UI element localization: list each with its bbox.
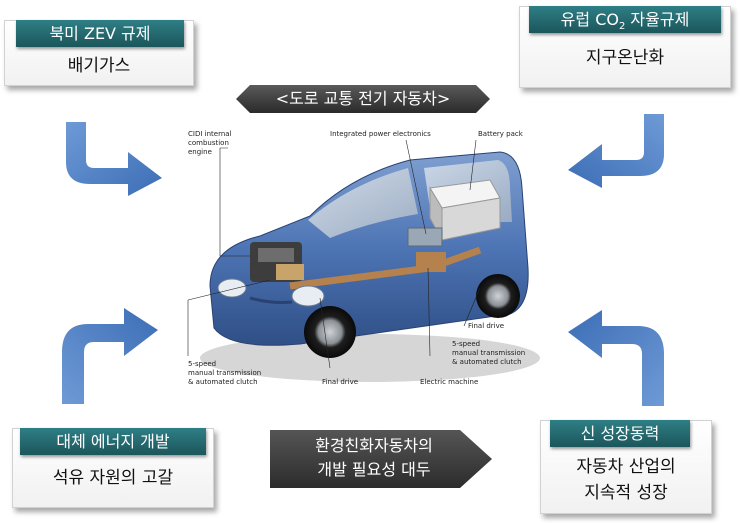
title-banner: <도로 교통 전기 자동차> [236, 85, 490, 113]
headlight-left [217, 278, 247, 298]
battery-pack [429, 179, 501, 241]
caption-trans-right-2: manual transmission [452, 349, 525, 357]
eu-co2-tab-sub: 2 [618, 21, 626, 33]
caption-power-electronics: Integrated power electronics [330, 130, 431, 138]
front-wheel [304, 306, 356, 358]
leader-lines [187, 139, 481, 369]
banner-shape [236, 85, 490, 113]
caption-trans-left-3: & automated clutch [188, 378, 258, 386]
growth-engine-box: 신 성장동력 자동차 산업의 지속적 성장 [540, 420, 712, 514]
grille [249, 296, 293, 304]
zev-regulation-box: 북미 ZEV 규제 배기가스 [4, 20, 194, 86]
engine-block [250, 242, 304, 282]
caption-engine-3: engine [188, 148, 212, 156]
eu-co2-box: 유럽 CO2 자율규제 지구온난화 [519, 6, 731, 88]
title-label: <도로 교통 전기 자동차> [275, 89, 451, 108]
eu-co2-tab: 유럽 CO2 자율규제 [529, 6, 721, 33]
center-arrow-shape [270, 430, 492, 488]
rear-wheel [476, 274, 520, 318]
caption-final-drive-right: Final drive [468, 322, 504, 330]
global-warming-text: 지구온난화 [585, 48, 665, 68]
windshield [308, 168, 418, 238]
caption-electric-machine: Electric machine [420, 378, 478, 386]
caption-engine-1: CIDI internal [188, 130, 232, 138]
eu-co2-tab-prefix: 유럽 CO [560, 10, 619, 29]
auto-industry-line1: 자동차 산업의 [576, 457, 676, 477]
headlight-right [291, 285, 325, 307]
arrow-top-left-icon [66, 122, 162, 196]
caption-trans-left-2: manual transmission [188, 369, 261, 377]
caption-trans-right-1: 5-speed [452, 340, 480, 348]
caption-final-drive-left: Final drive [322, 378, 358, 386]
electric-machine [416, 252, 446, 272]
arrow-bottom-right-icon [568, 310, 664, 406]
caption-battery: Battery pack [478, 130, 524, 138]
alt-energy-tab: 대체 에너지 개발 [20, 428, 206, 455]
car-shadow [200, 334, 540, 382]
caption-trans-right-3: & automated clutch [452, 358, 522, 366]
center-arrow: 환경친화자동차의 개발 필요성 대두 [270, 428, 492, 490]
caption-trans-left-1: 5-speed [188, 360, 216, 368]
zev-regulation-tab: 북미 ZEV 규제 [16, 20, 184, 47]
alt-energy-box: 대체 에너지 개발 석유 자원의 고갈 [12, 428, 214, 508]
oil-depletion-text: 석유 자원의 고갈 [52, 468, 174, 488]
center-line1: 환경친화자동차의 [315, 436, 433, 455]
auto-industry-line2: 지속적 성장 [584, 483, 668, 503]
exhaust-gas-text: 배기가스 [67, 56, 131, 76]
auto-industry-text: 자동차 산업의 지속적 성장 [540, 454, 712, 506]
center-arrow-text: 환경친화자동차의 개발 필요성 대두 [278, 434, 470, 482]
hybrid-car-illustration: CIDI internal combustion engine Integrat… [187, 130, 540, 386]
arrow-bottom-left-icon [62, 308, 158, 404]
eu-co2-tab-suffix: 자율규제 [625, 10, 690, 29]
caption-engine-2: combustion [188, 139, 229, 147]
arrow-top-right-icon [568, 114, 664, 188]
growth-engine-tab: 신 성장동력 [550, 420, 690, 447]
center-line2: 개발 필요성 대두 [317, 460, 431, 479]
